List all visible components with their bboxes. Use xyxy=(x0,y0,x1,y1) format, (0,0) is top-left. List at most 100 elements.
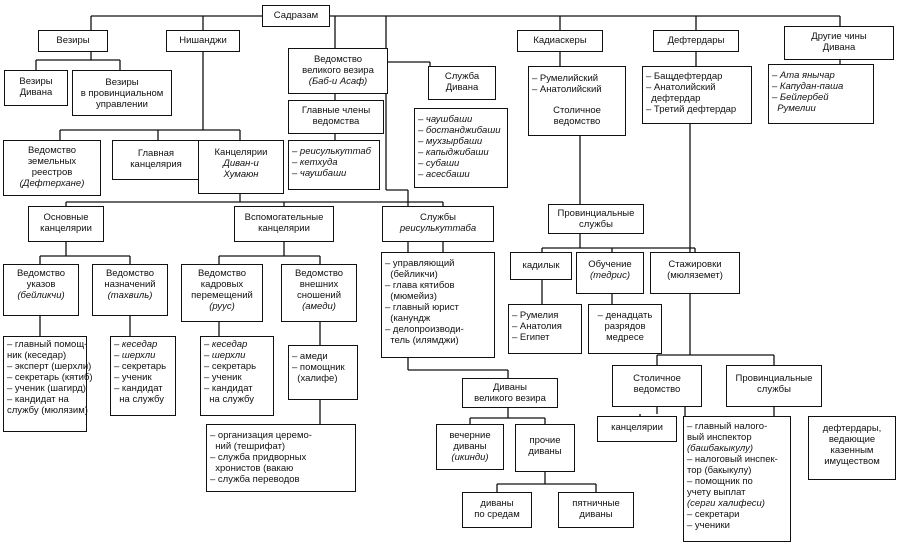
vezirs-provincial-line: в провинциальном xyxy=(80,88,164,99)
list-item: – кандидат xyxy=(204,383,253,394)
list-item: – Анатолийский xyxy=(532,84,602,95)
defterdar-provincial-line: Провинциальные xyxy=(735,373,813,384)
land-registry-italic: (Дефтерхане) xyxy=(19,178,85,189)
wednesday-divans-box: диваны по средам xyxy=(462,492,532,528)
main-members-box: Главные члены ведомства xyxy=(288,100,384,134)
defterdar-provincial-note-box: дефтердары, ведающие казенным имуществом xyxy=(808,416,896,480)
personnel-italic: (руус) xyxy=(209,301,235,312)
basic-chancelleries-box: Основные канцелярии xyxy=(28,206,104,242)
basic-chancelleries-line: канцелярии xyxy=(40,223,92,234)
divan-service-box: Служба Дивана xyxy=(428,66,496,100)
foreign-staff-list: – амеди – помощник (халифе) xyxy=(288,345,358,400)
provincial-note-line: ведающие xyxy=(828,434,876,445)
divans-line: великого везира xyxy=(474,393,546,404)
kadiasker-title: Кадиаскеры xyxy=(533,35,587,46)
chancelleries-italic: Диван-и xyxy=(223,158,259,169)
list-item: – ученик xyxy=(204,372,242,383)
foreign-title: Ведомство xyxy=(294,268,344,279)
other-ranks-line: Дивана xyxy=(822,42,856,53)
list-item: (канундж xyxy=(385,313,431,324)
list-item: – реисулькуттаб xyxy=(292,146,371,157)
wednesday-line: по средам xyxy=(474,509,520,520)
main-members-line: ведомства xyxy=(312,116,360,127)
auxiliary-chancelleries-box: Вспомогательные канцелярии xyxy=(234,206,334,242)
land-registry-line: земельных xyxy=(27,156,77,167)
vezirs-provincial-box: Везиры в провинциальном управлении xyxy=(72,70,172,116)
list-item: – чаушбаши xyxy=(292,168,347,179)
list-item: – кеседар xyxy=(114,339,158,350)
list-item: (халифе) xyxy=(292,373,338,384)
friday-line: пятничные xyxy=(572,498,620,509)
list-item: – Бащдефтердар xyxy=(646,71,723,82)
list-item: – ученик xyxy=(114,372,152,383)
list-item: на службу xyxy=(114,394,165,405)
list-item: – кетхуда xyxy=(292,157,338,168)
list-item: – Третий дефтердар xyxy=(646,104,737,115)
main-members-list: – реисулькуттаб – кетхуда – чаушбаши xyxy=(288,140,380,190)
personnel-office-box: Ведомство кадровых перемещений (руус) xyxy=(181,264,263,322)
list-item: – бостанджибаши xyxy=(418,125,501,136)
chancelleries-italic: Хумаюн xyxy=(223,169,259,180)
personnel-title: кадровых xyxy=(200,279,244,290)
list-item: – главный юрист xyxy=(385,302,459,313)
kadilik-box: кадилык xyxy=(510,252,572,280)
list-item: – управляющий xyxy=(385,258,455,269)
defterdar-capital-staff-list: – главный налого- вый инспектор (башбакы… xyxy=(683,416,791,542)
defterdar-capital-line: ведомство xyxy=(633,384,681,395)
land-registry-box: Ведомство земельных реестров (Дефтерхане… xyxy=(3,140,101,196)
list-item: – Египет xyxy=(512,332,550,343)
list-item: тель (илямджи) xyxy=(385,335,459,346)
evening-line: диваны xyxy=(453,441,487,452)
list-item: – субаши xyxy=(418,158,460,169)
list-item: (бейликчи) xyxy=(385,269,438,280)
personnel-title: Ведомство xyxy=(197,268,247,279)
other-ranks-box: Другие чины Дивана xyxy=(784,26,894,60)
decrees-italic: (бейликчи) xyxy=(17,290,65,301)
kadiasker-list: – Румелийский – Анатолийский Столичное в… xyxy=(528,66,626,136)
main-chancellery-box: Главная канцелярия xyxy=(112,140,200,180)
list-item: – помощник по xyxy=(687,476,753,487)
defterdar-title: Дефтердары xyxy=(667,35,725,46)
main-chancellery-line: канцелярия xyxy=(130,159,182,170)
list-item: – налоговый инспек- xyxy=(687,454,778,465)
kadiasker-provincial-box: Провинциальные службы xyxy=(548,204,644,234)
decrees-title: Ведомство xyxy=(16,268,66,279)
list-item: службу (мюлязим) xyxy=(7,405,88,416)
main-chancellery-line: Главная xyxy=(137,148,175,159)
internship-line: Стажировки xyxy=(668,259,722,270)
divan-service-line: Служба xyxy=(444,71,480,82)
list-item: – делопроизводи- xyxy=(385,324,464,335)
wednesday-line: диваны xyxy=(480,498,514,509)
decrees-title: указов xyxy=(26,279,56,290)
provincial-note-line: казенным xyxy=(830,445,874,456)
list-item: учету выплат xyxy=(687,487,746,498)
kadiasker-capital-line: ведомство xyxy=(553,116,601,127)
list-item: – секретарь (кятиб) xyxy=(7,372,93,383)
vezirs-provincial-line: управлении xyxy=(96,99,148,110)
list-item: – Анатолийский xyxy=(646,82,716,93)
grand-vizier-italic: (Баб-и Асаф) xyxy=(308,76,368,87)
vezirs-provincial-line: Везиры xyxy=(105,77,139,88)
chancelleries-line: Канцелярии xyxy=(214,147,268,158)
land-registry-line: Ведомство xyxy=(27,145,77,156)
decrees-office-box: Ведомство указов (бейликчи) xyxy=(3,264,79,316)
list-item: – шерхли xyxy=(204,350,246,361)
vezirs-divan-line: Везиры xyxy=(19,76,53,87)
training-box: Обучение (тедрис) xyxy=(576,252,644,294)
other-ranks-line: Другие чины xyxy=(811,31,867,42)
basic-chancelleries-line: Основные xyxy=(43,212,89,223)
list-item: – асесбаши xyxy=(418,169,470,180)
list-item: – Капудан-паша xyxy=(772,81,844,92)
list-item: – организация церемо- xyxy=(210,430,312,441)
land-registry-line: реестров xyxy=(31,167,73,178)
defterdar-list: – Бащдефтердар – Анатолийский дефтердар … xyxy=(642,66,752,124)
main-members-line: Главные члены xyxy=(301,105,371,116)
defterdar-capital-line: Столичное xyxy=(633,373,681,384)
madrasa-line: разрядов xyxy=(604,321,646,332)
list-item: – Румелия xyxy=(512,310,559,321)
appointments-title: назначений xyxy=(104,279,156,290)
list-item: (башбакыкулу) xyxy=(687,443,754,454)
list-item: – капыджибаши xyxy=(418,147,489,158)
root-label: Садразам xyxy=(273,10,319,21)
